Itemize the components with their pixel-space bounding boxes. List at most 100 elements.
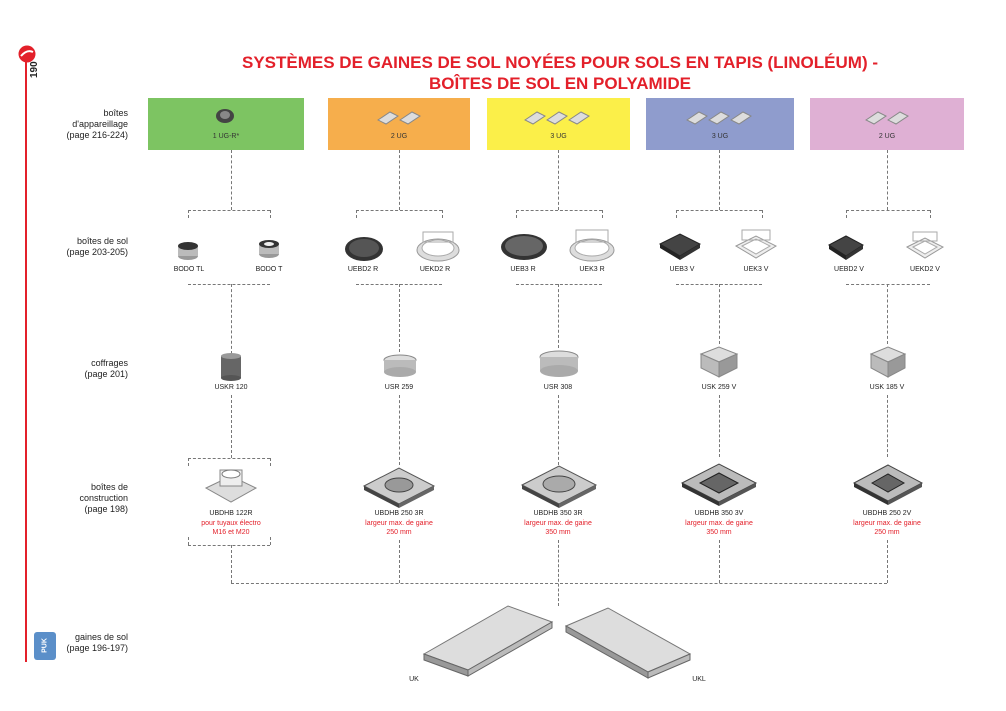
page-title-line1: SYSTÈMES DE GAINES DE SOL NOYÉES POUR SO… xyxy=(241,53,878,72)
coffrage-label: USKR 120 xyxy=(214,384,248,391)
connector xyxy=(887,540,888,583)
header-label-1: 1 UG-R* xyxy=(212,133,240,140)
coffrage-ring-image xyxy=(383,354,417,377)
connector xyxy=(719,540,720,583)
floor-box-label: BODO T xyxy=(255,266,283,273)
connector xyxy=(719,395,720,457)
coffrage-ring-image xyxy=(539,350,579,377)
bracket xyxy=(442,210,443,218)
construction-note: 350 mm xyxy=(706,529,732,536)
header-label-4: 3 UG xyxy=(711,133,729,140)
construction-label: UBDHB 122R xyxy=(209,510,253,517)
bus-line xyxy=(231,583,887,584)
connector xyxy=(399,540,400,583)
bracket xyxy=(762,210,763,218)
floor-duct-label: UK xyxy=(409,676,419,683)
floor-box-bodo-tl-image xyxy=(178,242,198,260)
bracket xyxy=(930,210,931,218)
construction-note: largeur max. de gaine xyxy=(685,520,753,527)
connector xyxy=(719,150,720,210)
brand-logo-icon xyxy=(18,45,36,63)
construction-label: UBDHB 250 2V xyxy=(862,510,912,517)
device-modules-icon xyxy=(524,111,590,125)
header-label-5: 2 UG xyxy=(878,133,896,140)
connector xyxy=(719,284,720,344)
floor-box-label: UEKD2 V xyxy=(910,266,940,273)
connector xyxy=(887,150,888,210)
bracket xyxy=(846,284,930,285)
connector xyxy=(399,395,400,465)
floor-box-round-image xyxy=(501,234,547,260)
floor-box-label: BODO TL xyxy=(173,266,205,273)
bracket xyxy=(188,458,189,466)
coffrage-label: USK 185 V xyxy=(869,384,905,391)
header-box-5: 2 UG xyxy=(810,98,964,150)
left-red-rule xyxy=(25,62,27,662)
bracket xyxy=(270,210,271,218)
construction-label: UBDHB 350 3V xyxy=(694,510,744,517)
floor-duct-ukl-image xyxy=(564,607,692,679)
device-ring-icon xyxy=(216,109,234,123)
construction-box-image xyxy=(852,464,924,505)
bracket xyxy=(356,210,357,218)
construction-box-image xyxy=(520,465,598,508)
bracket xyxy=(188,458,270,459)
construction-label: UBDHB 350 3R xyxy=(533,510,583,517)
device-modules-icon xyxy=(686,111,752,125)
floor-duct-uk-image xyxy=(422,605,554,677)
construction-box-image xyxy=(680,463,758,506)
floor-box-label: UEK3 V xyxy=(743,266,769,273)
bracket xyxy=(602,210,603,218)
bracket xyxy=(676,210,677,218)
construction-note: 250 mm xyxy=(386,529,412,536)
connector xyxy=(231,395,232,458)
bracket xyxy=(188,210,189,218)
coffrage-cylinder-image xyxy=(221,353,241,381)
bracket xyxy=(516,210,517,218)
puk-logo xyxy=(34,632,56,660)
coffrage-label: USR 308 xyxy=(543,384,573,391)
floor-box-label: UEK3 R xyxy=(579,266,605,273)
device-modules-icon xyxy=(377,111,421,125)
construction-note: pour tuyaux électro xyxy=(201,520,261,527)
header-box-4: 3 UG xyxy=(646,98,794,150)
floor-box-square-image xyxy=(828,235,864,260)
header-box-1: 1 UG-R* xyxy=(148,98,304,150)
row-label-sol: boîtes de sol(page 203-205) xyxy=(66,236,128,257)
device-modules-icon xyxy=(865,111,909,125)
puk-logo-text: PUK xyxy=(41,638,49,653)
bracket xyxy=(846,210,930,211)
coffrage-box-image xyxy=(699,346,739,378)
coffrage-label: USR 259 xyxy=(384,384,414,391)
connector xyxy=(399,150,400,210)
floor-box-frame-image xyxy=(569,229,615,262)
header-label-3: 3 UG xyxy=(550,133,567,140)
bracket xyxy=(188,284,270,285)
floor-box-label: UEB3 V xyxy=(669,266,695,273)
coffrage-label: USK 259 V xyxy=(701,384,737,391)
bracket xyxy=(846,210,847,218)
construction-note: M16 et M20 xyxy=(212,529,250,536)
floor-box-round-image xyxy=(345,237,383,261)
header-label-2: 2 UG xyxy=(390,133,408,140)
floor-box-square-image xyxy=(658,233,702,260)
bracket xyxy=(188,210,270,211)
floor-box-frame-image xyxy=(905,231,945,259)
bracket xyxy=(516,210,602,211)
connector xyxy=(231,284,232,354)
bracket xyxy=(270,458,271,466)
connector xyxy=(231,545,232,583)
bracket xyxy=(270,537,271,545)
connector xyxy=(231,150,232,210)
row-label-coffrages: coffrages(page 201) xyxy=(84,358,128,379)
construction-box-image xyxy=(204,469,258,503)
construction-note: largeur max. de gaine xyxy=(524,520,592,527)
construction-note: largeur max. de gaine xyxy=(853,520,921,527)
bracket xyxy=(676,210,762,211)
construction-note: 250 mm xyxy=(874,529,900,536)
floor-box-label: UEKD2 R xyxy=(419,266,451,273)
connector xyxy=(399,284,400,352)
connector xyxy=(558,284,559,348)
